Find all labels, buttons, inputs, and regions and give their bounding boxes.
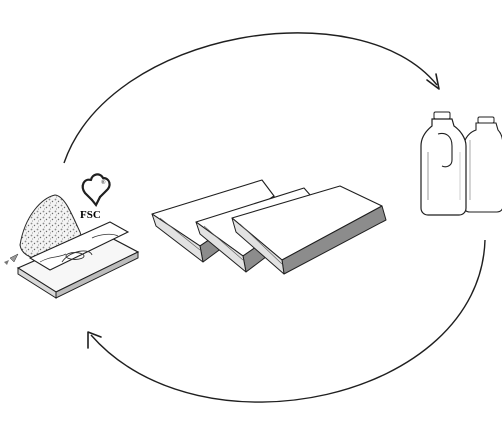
fsc-registered-mark: ® bbox=[101, 179, 106, 186]
bottle-front bbox=[421, 112, 466, 215]
plastic-bottles bbox=[421, 112, 502, 215]
bottle-back bbox=[464, 117, 502, 212]
arrow-to-bottles bbox=[64, 33, 439, 163]
layered-panels bbox=[152, 180, 386, 274]
fsc-logo: ® FSC bbox=[80, 174, 110, 221]
fsc-label: FSC bbox=[80, 209, 101, 221]
